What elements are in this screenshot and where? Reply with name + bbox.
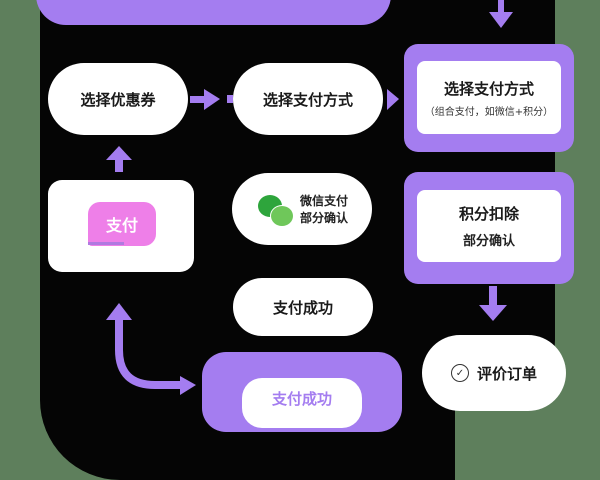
pay-app-icon-label: 支付 (105, 216, 138, 235)
pay-app-icon: 支付 (88, 202, 156, 246)
select-payment-box-subtitle: （组合支付，如微信+积分） (424, 106, 554, 118)
select-payment-box-title: 选择支付方式 (443, 79, 534, 98)
payment-success-node[interactable]: 支付成功 (233, 278, 373, 336)
wechat-pay-node[interactable]: 微信支付 部分确认 (232, 173, 372, 245)
points-deduction-subtitle: 部分确认 (462, 234, 515, 249)
rate-order-label: 评价订单 (476, 364, 537, 383)
wechat-pay-line1: 微信支付 (300, 194, 349, 208)
pay-app-icon-underline (88, 242, 124, 245)
select-coupon-label: 选择优惠券 (80, 90, 156, 109)
check-circle-icon: ✓ (450, 364, 469, 382)
flow-arrows (106, 0, 513, 395)
payment-success-box-node[interactable]: 支付成功 (202, 352, 402, 432)
wechat-pay-line2: 部分确认 (300, 211, 349, 225)
pay-app-card[interactable]: 支付 (48, 180, 194, 272)
select-coupon-node[interactable]: 选择优惠券 (48, 63, 188, 135)
rate-order-node[interactable]: ✓ 评价订单 (422, 335, 566, 411)
points-deduction-title: 积分扣除 (458, 205, 519, 223)
wechat-icon-secondary (270, 205, 294, 227)
top-purple-bar (36, 0, 391, 25)
points-deduction-node[interactable]: 积分扣除 部分确认 (404, 172, 574, 284)
select-payment-node[interactable]: 选择支付方式 (233, 63, 383, 135)
select-payment-combined-node[interactable]: 选择支付方式 （组合支付，如微信+积分） (404, 44, 574, 152)
payment-success-box-label: 支付成功 (271, 390, 332, 408)
select-payment-label: 选择支付方式 (262, 90, 353, 109)
payment-success-label: 支付成功 (272, 298, 333, 317)
